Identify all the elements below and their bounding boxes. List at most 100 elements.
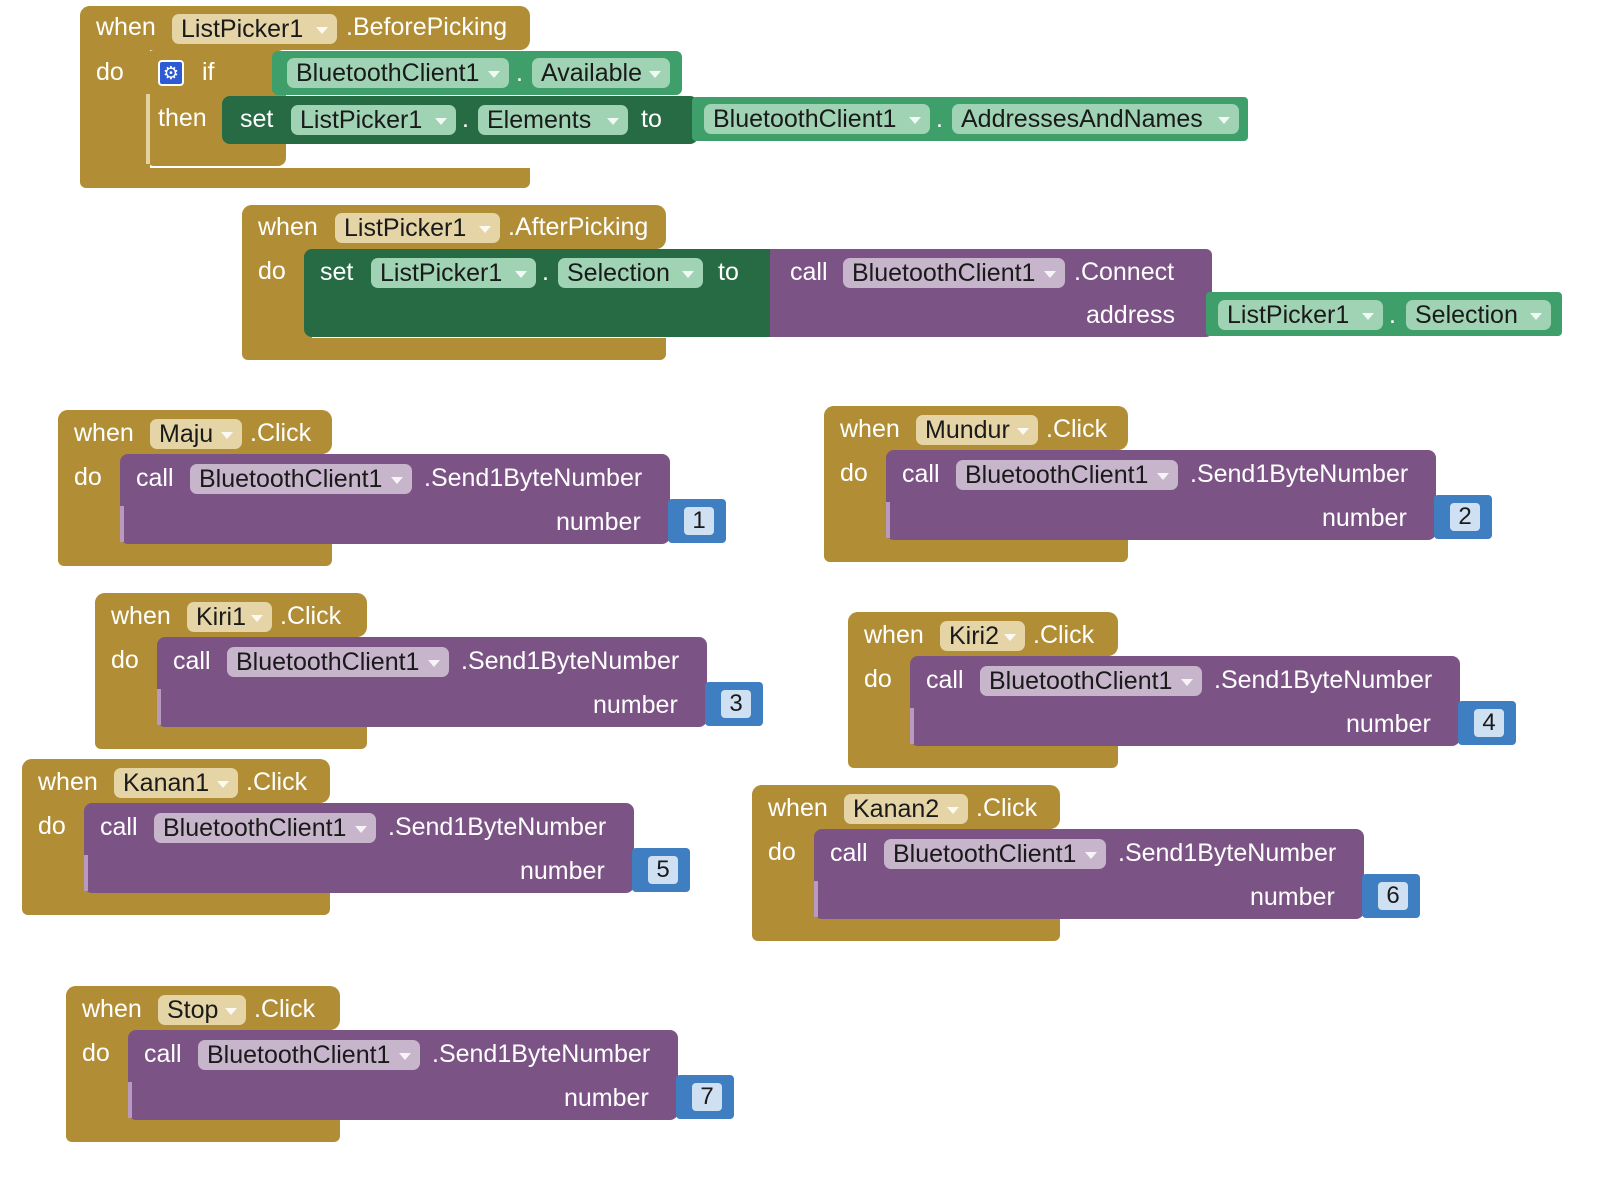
event-name: .Click bbox=[976, 794, 1038, 822]
setter-property-dropdown[interactable]: Selection bbox=[558, 258, 703, 288]
getter-property-dropdown[interactable]: Selection bbox=[1406, 300, 1551, 330]
dot-separator: . bbox=[1389, 301, 1396, 329]
number-value[interactable]: 5 bbox=[648, 856, 678, 884]
do-keyword: do bbox=[258, 257, 286, 285]
component-dropdown[interactable]: Stop bbox=[158, 995, 246, 1025]
getter-component-dropdown[interactable]: BluetoothClient1 bbox=[704, 104, 930, 134]
when-keyword: when bbox=[82, 995, 142, 1023]
component-name: BluetoothClient1 bbox=[852, 259, 1036, 287]
event-body bbox=[95, 593, 165, 748]
call-component-dropdown[interactable]: BluetoothClient1 bbox=[956, 460, 1178, 490]
event-body bbox=[752, 785, 822, 940]
component-name: Stop bbox=[167, 996, 219, 1024]
dropdown-arrow-icon bbox=[1157, 473, 1169, 480]
method-name: .Send1ByteNumber bbox=[432, 1040, 651, 1068]
dropdown-arrow-icon bbox=[1044, 271, 1056, 278]
do-keyword: do bbox=[768, 838, 796, 866]
component-dropdown[interactable]: ListPicker1 bbox=[335, 213, 500, 243]
component-dropdown[interactable]: Kanan1 bbox=[114, 768, 238, 798]
gear-icon[interactable]: ⚙ bbox=[158, 60, 184, 86]
call-component-dropdown[interactable]: BluetoothClient1 bbox=[190, 464, 412, 494]
method-name: .Send1ByteNumber bbox=[1214, 666, 1433, 694]
set-keyword: set bbox=[240, 105, 274, 133]
event-footer bbox=[242, 338, 666, 360]
setter-property-dropdown[interactable]: Elements bbox=[478, 105, 628, 135]
event-footer bbox=[95, 727, 367, 749]
when-keyword: when bbox=[111, 602, 171, 630]
call-keyword: call bbox=[136, 464, 174, 492]
arg-label-number: number bbox=[1322, 504, 1407, 532]
component-name: BluetoothClient1 bbox=[207, 1041, 391, 1069]
call-block-edge bbox=[120, 506, 124, 542]
dropdown-arrow-icon bbox=[1004, 634, 1016, 641]
call-component-dropdown[interactable]: BluetoothClient1 bbox=[884, 839, 1106, 869]
component-dropdown[interactable]: Maju bbox=[150, 419, 242, 449]
property-name: Selection bbox=[567, 259, 670, 287]
dropdown-arrow-icon bbox=[355, 826, 367, 833]
call-component-dropdown[interactable]: BluetoothClient1 bbox=[198, 1040, 420, 1070]
dropdown-arrow-icon bbox=[1362, 313, 1374, 320]
number-value[interactable]: 2 bbox=[1450, 503, 1480, 531]
component-dropdown[interactable]: Kiri1 bbox=[187, 602, 272, 632]
call-keyword: call bbox=[926, 666, 964, 694]
call-keyword: call bbox=[902, 460, 940, 488]
dropdown-arrow-icon bbox=[435, 118, 447, 125]
when-keyword: when bbox=[96, 13, 156, 41]
event-name: .Click bbox=[1046, 415, 1108, 443]
component-name: Kanan1 bbox=[123, 769, 210, 797]
dropdown-arrow-icon bbox=[225, 1008, 237, 1015]
dropdown-arrow-icon bbox=[1181, 679, 1193, 686]
when-keyword: when bbox=[768, 794, 828, 822]
if-keyword: if bbox=[202, 58, 215, 86]
arg-label-number: number bbox=[1250, 883, 1335, 911]
number-value[interactable]: 4 bbox=[1474, 709, 1504, 737]
call-component-dropdown[interactable]: BluetoothClient1 bbox=[843, 258, 1065, 288]
event-body bbox=[848, 612, 918, 767]
call-component-dropdown[interactable]: BluetoothClient1 bbox=[980, 666, 1202, 696]
component-dropdown[interactable]: Kiri2 bbox=[940, 621, 1025, 651]
component-name: BluetoothClient1 bbox=[296, 59, 480, 87]
dot-separator: . bbox=[462, 105, 469, 133]
dot-separator: . bbox=[516, 59, 523, 87]
arg-label-number: number bbox=[593, 691, 678, 719]
event-body bbox=[22, 759, 92, 914]
method-name: .Send1ByteNumber bbox=[1118, 839, 1337, 867]
call-keyword: call bbox=[790, 258, 828, 286]
event-footer bbox=[752, 919, 1060, 941]
event-name: .Click bbox=[1033, 621, 1095, 649]
do-keyword: do bbox=[96, 58, 124, 86]
component-dropdown[interactable]: Mundur bbox=[916, 415, 1038, 445]
method-name: .Send1ByteNumber bbox=[424, 464, 643, 492]
dropdown-arrow-icon bbox=[607, 118, 619, 125]
number-value[interactable]: 7 bbox=[692, 1083, 722, 1111]
set-keyword: set bbox=[320, 258, 354, 286]
getter-property-dropdown[interactable]: Available bbox=[532, 58, 670, 88]
dropdown-arrow-icon bbox=[649, 71, 661, 78]
method-name: .Send1ByteNumber bbox=[461, 647, 680, 675]
dropdown-arrow-icon bbox=[909, 117, 921, 124]
arg-label-number: number bbox=[1346, 710, 1431, 738]
component-dropdown[interactable]: Kanan2 bbox=[844, 794, 968, 824]
component-name: Mundur bbox=[925, 416, 1010, 444]
if-block-edge bbox=[146, 94, 150, 164]
getter-component-dropdown[interactable]: BluetoothClient1 bbox=[287, 58, 509, 88]
number-value[interactable]: 1 bbox=[684, 507, 714, 535]
getter-component-dropdown[interactable]: ListPicker1 bbox=[1218, 300, 1383, 330]
number-value[interactable]: 6 bbox=[1378, 882, 1408, 910]
call-keyword: call bbox=[100, 813, 138, 841]
setter-component-dropdown[interactable]: ListPicker1 bbox=[291, 105, 456, 135]
event-footer bbox=[848, 746, 1118, 768]
call-component-dropdown[interactable]: BluetoothClient1 bbox=[154, 813, 376, 843]
number-value[interactable]: 3 bbox=[721, 690, 751, 718]
call-block-edge bbox=[84, 855, 88, 891]
dropdown-arrow-icon bbox=[217, 781, 229, 788]
call-keyword: call bbox=[830, 839, 868, 867]
component-dropdown[interactable]: ListPicker1 bbox=[172, 14, 337, 44]
setter-component-dropdown[interactable]: ListPicker1 bbox=[371, 258, 536, 288]
event-footer bbox=[66, 1120, 340, 1142]
dropdown-arrow-icon bbox=[316, 27, 328, 34]
component-name: BluetoothClient1 bbox=[989, 667, 1173, 695]
call-component-dropdown[interactable]: BluetoothClient1 bbox=[227, 647, 449, 677]
do-keyword: do bbox=[74, 463, 102, 491]
getter-property-dropdown[interactable]: AddressesAndNames bbox=[952, 104, 1239, 134]
